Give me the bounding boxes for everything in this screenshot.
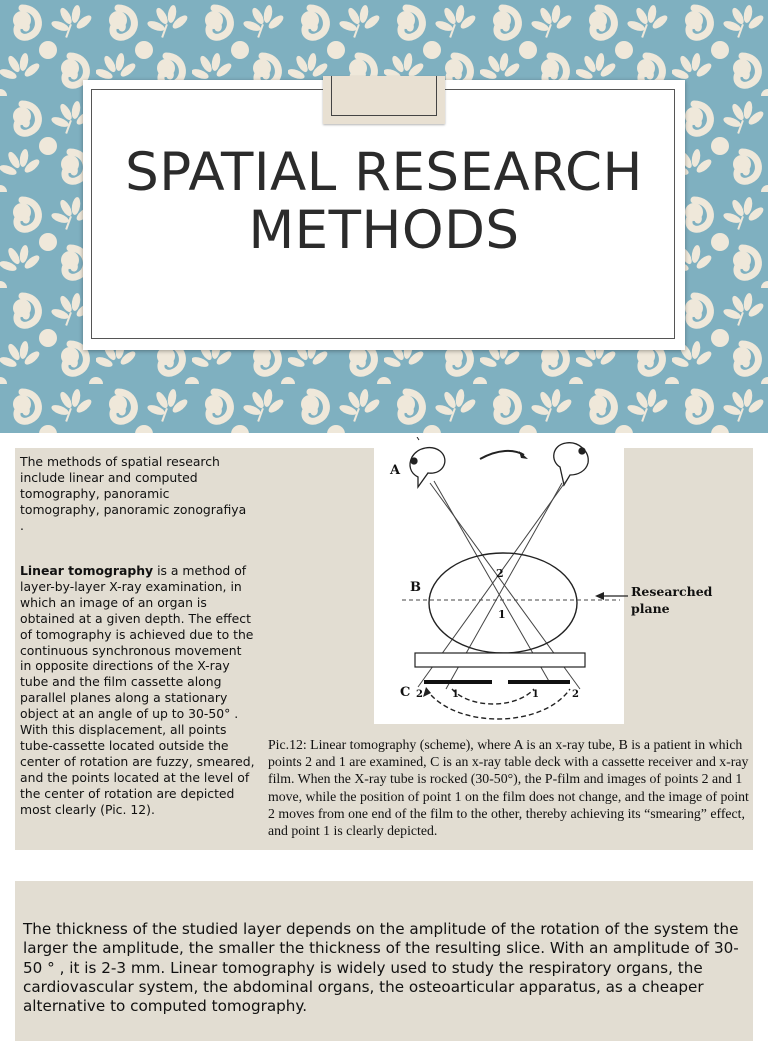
title-card-tab <box>323 76 445 124</box>
film-right-point-1: 1 <box>532 689 539 700</box>
linear-tomography-paragraph: Linear tomography is a method of layer-b… <box>20 563 256 818</box>
left-xray-tube <box>409 446 446 490</box>
arc-arrow-head <box>423 687 431 697</box>
point-2-label: 2 <box>496 567 504 580</box>
intro-paragraph: The methods of spatial research include … <box>20 454 247 533</box>
film-right-point-2: 2 <box>572 689 579 700</box>
film-right <box>508 680 570 684</box>
content-slide: The methods of spatial research include … <box>0 433 768 865</box>
title-card: SPATIAL RESEARCH METHODS <box>83 76 685 350</box>
caption-panel <box>255 728 753 850</box>
label-b: B <box>410 580 421 595</box>
title-card-tab-border <box>331 76 437 116</box>
motion-arrow <box>479 449 525 460</box>
film-left-point-2: 2 <box>416 689 423 700</box>
text-panel <box>15 448 255 850</box>
researched-plane-label: Researched plane <box>631 584 713 616</box>
title-line-1: SPATIAL RESEARCH <box>125 142 643 203</box>
film-left <box>424 680 492 684</box>
thickness-slide: The thickness of the studied layer depen… <box>0 865 768 1041</box>
linear-tomography-term: Linear tomography <box>20 563 154 578</box>
thickness-paragraph: The thickness of the studied layer depen… <box>23 920 739 1016</box>
film-left-point-1: 1 <box>452 689 459 700</box>
motion-arrow-head <box>519 451 528 459</box>
table-deck <box>414 652 586 668</box>
tomography-scheme-figure: A B 2 1 C 2 1 1 2 <box>374 437 624 724</box>
thickness-panel <box>15 881 753 1041</box>
arc-outer <box>425 688 571 720</box>
arc-inner <box>451 688 535 705</box>
researched-plane-arrow <box>595 592 628 600</box>
label-c: C <box>400 685 410 700</box>
label-a: A <box>389 463 401 478</box>
figure-caption: Pic.12: Linear tomography (scheme), wher… <box>268 737 749 839</box>
title-line-2: METHODS <box>248 200 520 261</box>
linear-tomography-description: is a method of layer-by-layer X-ray exam… <box>20 563 255 817</box>
title-slide: SPATIAL RESEARCH METHODS <box>0 0 768 433</box>
point-1-label: 1 <box>498 608 506 621</box>
right-xray-tube <box>553 442 589 487</box>
slide-title: SPATIAL RESEARCH METHODS <box>83 144 685 260</box>
top-tick <box>416 437 420 441</box>
